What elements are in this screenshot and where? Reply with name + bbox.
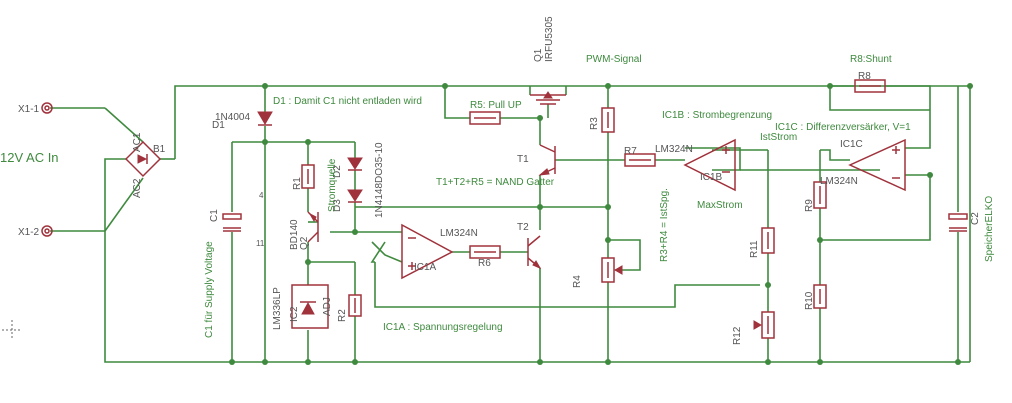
reference-ic2 [291, 284, 329, 329]
x1-1-label: X1-1 [18, 104, 40, 115]
input-label: 12V AC In [0, 150, 59, 165]
q2-label: Q2 [299, 236, 310, 250]
ic1c-label: IC1C [840, 139, 863, 150]
d2-label: D2 [332, 165, 343, 178]
transistor-t2 [527, 235, 542, 270]
c2-label: C2 [970, 212, 981, 225]
q1-name-label: Q1 [533, 48, 544, 62]
r4-label: R4 [572, 275, 583, 288]
diode-d2 [347, 157, 363, 171]
b1-label: B1 [153, 144, 166, 155]
resistor-r8 [854, 79, 886, 93]
c2-note: SpeicherELKO [984, 196, 995, 262]
r7-label: R7 [624, 146, 637, 157]
d2-part-label: 1N4148DO35-10 [374, 142, 385, 218]
resistor-r1 [301, 164, 315, 189]
r6-label: R6 [478, 258, 491, 269]
resistor-r3 [601, 107, 615, 133]
r11-label: R11 [749, 240, 760, 258]
stromquelle-label: Stromquelle [327, 158, 338, 212]
ic1c-part-label: LM324N [820, 176, 858, 187]
ic2-label: IC2 [289, 306, 300, 322]
d1-part-label: 1N4004 [215, 112, 250, 123]
r10-label: R10 [804, 291, 815, 310]
resistor-r7 [624, 153, 656, 167]
c1-note: C1 für Supply Voltage [204, 241, 215, 338]
transistor-t1 [538, 144, 556, 176]
t1-label: T1 [517, 154, 529, 165]
ic1a-note: IC1A : Spannungsregelung [383, 322, 503, 333]
ic1a-part-label: LM324N [440, 228, 478, 239]
d1-note: D1 : Damit C1 nicht entladen wird [273, 96, 422, 107]
ac1-label: AC1 [132, 132, 143, 152]
t2-label: T2 [517, 222, 529, 233]
junctions [229, 83, 973, 365]
r3r4-note: R3+R4 = IstSpg. [659, 188, 670, 262]
r2-label: R2 [337, 309, 348, 322]
diode-d3 [347, 189, 363, 203]
r8-note: R8:Shunt [850, 54, 892, 65]
ic1b-note: IC1B : Strombegrenzung [662, 110, 772, 121]
resistor-r5 [469, 111, 501, 125]
ic1b-part-label: LM324N [655, 144, 693, 155]
capacitor-c1 [222, 213, 242, 232]
ic1a-label: IC1A [414, 262, 437, 273]
ic1b-label: IC1B [700, 172, 723, 183]
mosfet-q1 [530, 91, 566, 105]
diode-d1 [257, 111, 273, 126]
r8-label: R8 [858, 71, 871, 82]
resistor-r11 [761, 227, 775, 254]
ic1c-note: IC1C : Differenzversärker, V=1 [775, 122, 911, 133]
opamp-ic1a [401, 223, 454, 280]
terminal-x1-1 [41, 102, 53, 114]
maxstrom-label: MaxStrom [697, 200, 743, 211]
r3-label: R3 [589, 117, 600, 130]
resistor-r10 [813, 284, 827, 309]
opamp-ic1b [683, 138, 736, 192]
r9-label: R9 [804, 199, 815, 212]
resistor-r9 [813, 181, 827, 209]
iststrom-label: IstStrom [760, 132, 797, 143]
labels: 12V AC In X1-1 X1-2 AC1 AC2 B1 1N4004 D1… [0, 16, 995, 345]
crosshair-cursor-icon [2, 320, 22, 340]
q1-part-label: IRFU5305 [544, 16, 555, 62]
x1-2-label: X1-2 [18, 227, 40, 238]
nand-note: T1+T2+R5 = NAND Gatter [436, 177, 555, 188]
resistor-r2 [348, 294, 362, 317]
d3-label: D3 [332, 199, 343, 212]
adj-label: ADJ [322, 297, 333, 316]
d1-name-label: D1 [212, 120, 225, 131]
resistor-r6 [469, 245, 501, 259]
potentiometer-r12 [753, 311, 775, 339]
c1-label: C1 [209, 209, 220, 222]
terminal-x1-2 [41, 225, 53, 237]
bridge-rectifier-b1 [124, 140, 162, 178]
pin-4-label: 4 [259, 191, 264, 200]
r12-label: R12 [732, 326, 743, 345]
pin-11-label: 11 [256, 239, 265, 248]
pwm-label: PWM-Signal [586, 54, 642, 65]
r1-label: R1 [292, 177, 303, 190]
opamp-ic1c [848, 138, 906, 192]
ac2-label: AC2 [132, 178, 143, 198]
capacitor-c2 [948, 213, 968, 232]
transistor-q2 [307, 211, 319, 243]
r5-note: R5: Pull UP [470, 100, 522, 111]
ic2-part-label: LM336LP [272, 287, 283, 330]
potentiometer-r4 [601, 257, 623, 283]
q2-part-label: BD140 [289, 219, 300, 250]
